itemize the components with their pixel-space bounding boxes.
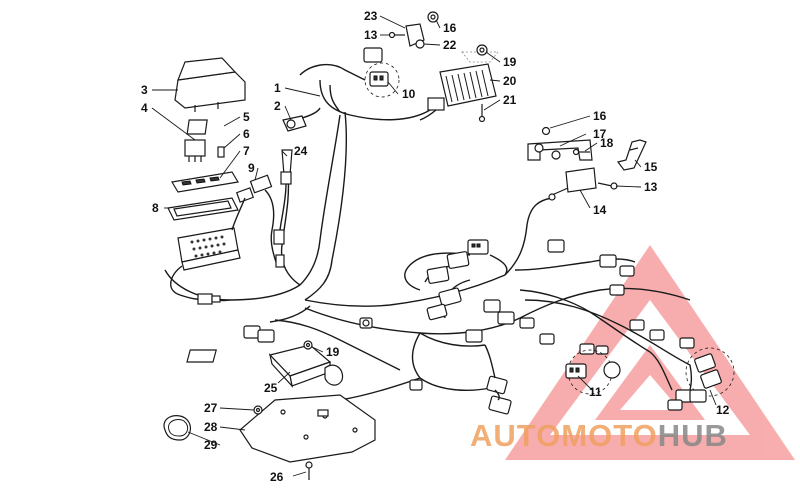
callout-19-top: 19 — [503, 55, 517, 69]
watermark-hub: HUB — [658, 418, 728, 453]
part-16-screw — [541, 126, 551, 136]
callout-18: 18 — [600, 136, 614, 150]
callout-10: 10 — [402, 87, 416, 101]
callout-24: 24 — [294, 144, 308, 158]
callout-labels: 1 2 3 4 5 6 7 8 9 10 11 12 13 13 15 16 1… — [141, 9, 730, 484]
callout-5: 5 — [243, 110, 250, 124]
callout-19-bottom: 19 — [326, 345, 340, 359]
part-7-fuse-strip — [171, 171, 239, 193]
part-8-seal-gasket — [167, 197, 239, 221]
part-16-washer-top — [427, 11, 439, 23]
callout-9: 9 — [248, 161, 255, 175]
callout-6: 6 — [243, 127, 250, 141]
watermark-auto: AUTO — [470, 418, 561, 453]
callout-20: 20 — [503, 74, 517, 88]
part-22-bracket — [363, 23, 425, 63]
watermark-text: AUTOMOTOHUB — [470, 418, 728, 453]
callout-12: 12 — [716, 403, 730, 417]
callout-21: 21 — [503, 93, 517, 107]
callout-7: 7 — [243, 144, 250, 158]
main-harness — [164, 63, 691, 401]
part-5-relay — [186, 119, 208, 135]
part-19-nut-top — [461, 44, 499, 63]
part-15-hose — [616, 139, 647, 171]
part-27-nut — [253, 405, 263, 415]
callout-1: 1 — [274, 81, 281, 95]
svg-text:AUTOMOTOHUB: AUTOMOTOHUB — [470, 418, 728, 453]
callout-3: 3 — [141, 83, 148, 97]
callout-22: 22 — [443, 38, 457, 52]
watermark-moto: MOTO — [561, 418, 657, 453]
callout-16-right: 16 — [593, 109, 607, 123]
part-10-connector — [364, 62, 400, 98]
part-23-screw — [388, 31, 405, 39]
callout-28: 28 — [204, 420, 218, 434]
callout-16-top: 16 — [443, 21, 457, 35]
part-12-connectors — [649, 347, 735, 411]
part-19-nut-bottom — [303, 340, 313, 350]
callout-29: 29 — [204, 438, 218, 452]
part-24-sensor — [273, 149, 293, 268]
leader-lines — [151, 15, 717, 477]
part-17-bracket — [527, 139, 593, 161]
callout-11: 11 — [589, 385, 602, 399]
callout-8: 8 — [152, 201, 159, 215]
callout-4: 4 — [141, 101, 148, 115]
callout-13-right: 13 — [644, 180, 658, 194]
callout-13-top: 13 — [364, 28, 378, 42]
part-28-mount-plate — [239, 394, 376, 463]
part-11-connector — [565, 349, 621, 395]
part-26-screw — [305, 461, 313, 480]
part-14-sensor — [548, 167, 597, 201]
part-9-connector — [231, 174, 277, 263]
part-21-bolt — [478, 104, 486, 123]
part-29-clip — [163, 415, 192, 441]
part-20-regulator — [419, 63, 497, 121]
callout-15: 15 — [644, 160, 658, 174]
part-13-screw — [597, 182, 618, 190]
part-2-connector — [282, 107, 321, 132]
part-4-relay — [184, 139, 206, 162]
callout-25: 25 — [264, 381, 278, 395]
connector-left-small — [197, 293, 221, 305]
callout-17: 17 — [593, 127, 607, 141]
part-25-ecu — [186, 344, 344, 389]
callout-14: 14 — [593, 203, 607, 217]
callout-23: 23 — [364, 9, 378, 23]
part-3-fuse-box-cover — [174, 57, 246, 112]
callout-2: 2 — [274, 99, 281, 113]
harness-connectors — [243, 239, 695, 415]
part-6-fuse — [217, 146, 225, 158]
callout-27: 27 — [204, 401, 218, 415]
callout-26: 26 — [270, 470, 284, 484]
fuse-block — [170, 227, 241, 300]
part-18-screw — [572, 148, 590, 156]
